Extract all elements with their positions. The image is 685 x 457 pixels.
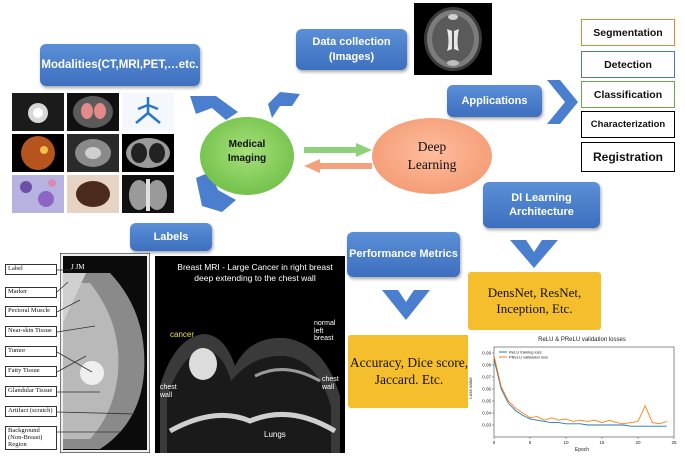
mammogram-label-item: Glandular Tissue [5,386,57,397]
mammogram-label-item: Tumor [5,346,57,357]
application-registration: Registration [581,142,675,172]
y-tick-label: 0.03 [482,423,491,428]
mammogram-label-item: Near-skin Tissue [5,326,57,337]
chart-ylabel: Loss value [468,377,473,399]
mammogram-label-item: Pectoral Muscle [5,306,57,317]
performance-metrics-box: Performance Metrics [347,232,460,277]
chevron-down-icon [382,290,430,320]
mri-annotation-normal-breast: normal left breast [314,320,336,343]
mammogram-label-item: Background (Non-Breast) Region [5,426,57,451]
architectures-box: DensNet, ResNet, Inception, Etc. [468,272,601,330]
chevron-down-left-icon [196,172,236,212]
mammogram-label-item: Artifact (scratch) [5,406,57,417]
lung-vessels-thumbnail [122,93,174,131]
application-characterization: Characterization [581,111,675,138]
labels-box: Labels [130,223,212,251]
mri-annotation-chest-wall-left: chest wall [160,384,177,399]
deep-learning-ellipse [372,118,492,194]
mammogram-image [60,253,150,453]
arrow-right-icon [304,143,372,157]
brain-scan-thumbnail [67,93,119,131]
modalities-label: Modalities(CT,MRI,PET,…etc. [41,58,199,71]
application-segmentation: Segmentation [581,19,675,46]
performance-metrics-label: Performance Metrics [349,248,458,261]
chart-xlabel: Epoch [575,447,589,453]
y-tick-label: 0.06 [482,387,491,392]
histology-thumbnail [12,175,64,213]
mri-annotation-chest-wall-right: chest wall [322,376,339,391]
labels-label: Labels [153,230,189,243]
series-line-relu-training [493,358,667,427]
arrow-left-icon [304,159,372,173]
mammo-thumbnail [12,93,64,131]
breast-mri-title: Breast MRI - Large Cancer in right breas… [177,262,333,284]
plot-frame [493,346,675,438]
chevron-right-icon [547,80,578,124]
chest-ct-thumbnail [122,134,174,172]
x-tick-label: 0 [493,440,496,445]
y-tick-label: 0.07 [482,375,491,380]
deep-learning-label: Deep Learning [407,139,457,172]
mammogram-label-item: Marker [5,287,57,298]
data-collection-label: Data collection (Images) [312,36,391,63]
chevron-up-right-icon [268,92,300,118]
applications-box: Applications [447,85,542,117]
y-tick-label: 0.08 [482,363,491,368]
y-tick-label: 0.04 [482,411,491,416]
x-tick-label: 25 [671,440,677,445]
x-tick-label: 5 [529,440,532,445]
application-detection: Detection [581,51,675,78]
medical-imaging-label: Medical Imaging [227,139,267,164]
series-line-prelu-validation [493,355,667,425]
legend-label: PReLU validation loss [509,355,548,360]
metrics-box: Accuracy, Dice score, Jaccard. Etc. [348,335,470,408]
applications-label: Applications [461,94,528,107]
data-collection-box: Data collection (Images) [296,29,407,70]
brain-mri-image [414,3,492,75]
retina-thumbnail [12,134,64,172]
dl-architecture-box: Dl Learning Architecture [483,182,600,228]
architectures-text: DensNet, ResNet, Inception, Etc. [487,285,582,316]
mammogram-leader-lines [56,269,136,433]
pelvis-mri-thumbnail [67,134,119,172]
chevron-up-left-icon [190,96,238,120]
modalities-image-grid [12,93,176,215]
y-tick-label: 0.05 [482,399,491,404]
legend-label: ReLU training loss [509,350,542,355]
mammogram-label-item: Fatty Tissue [5,366,57,377]
mammogram-label-item: Label [5,264,57,275]
chest-xray-thumbnail [122,175,174,213]
dl-architecture-label: Dl Learning Architecture [509,191,574,218]
metrics-text: Accuracy, Dice score, Jaccard. Etc. [349,355,469,387]
mri-annotation-lungs: Lungs [264,430,286,439]
chevron-down-icon [510,240,558,268]
mammogram-marker: J JM [71,263,85,271]
modalities-box: Modalities(CT,MRI,PET,…etc. [40,44,200,86]
x-tick-label: 10 [563,440,569,445]
loss-chart: ReLU & PReLU validation losses Loss valu… [468,333,680,453]
medical-imaging-ellipse [200,117,294,195]
application-classification: Classification [581,81,675,108]
chart-title: ReLU & PReLU validation losses [538,337,626,343]
y-tick-label: 0.09 [482,351,491,356]
skin-lesion-thumbnail [67,175,119,213]
x-tick-label: 20 [635,440,641,445]
breast-mri-image [155,256,345,453]
mri-annotation-cancer: cancer [170,330,195,339]
x-tick-label: 15 [599,440,605,445]
